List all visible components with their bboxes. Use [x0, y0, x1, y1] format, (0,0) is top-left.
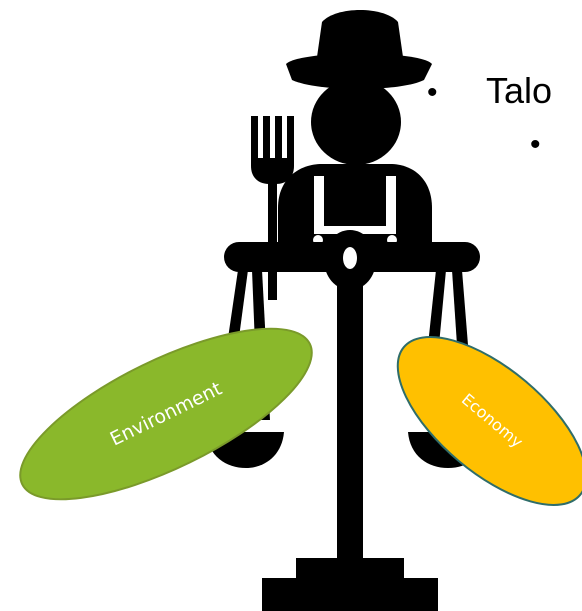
pitchfork-icon: [251, 116, 294, 300]
economy-oval: Economy: [396, 336, 582, 506]
bullet-text-1: Talo: [486, 70, 553, 111]
bullet-marker-2: •: [530, 128, 541, 161]
bullet-marker-1: •: [427, 76, 438, 109]
scale-pivot: [324, 230, 376, 290]
head-icon: [311, 79, 401, 165]
environment-oval: Environment: [19, 327, 313, 501]
scale-base-bottom: [262, 578, 438, 611]
torso-icon: [278, 164, 432, 245]
scale-pole: [337, 284, 363, 584]
hat-icon: [286, 10, 432, 89]
